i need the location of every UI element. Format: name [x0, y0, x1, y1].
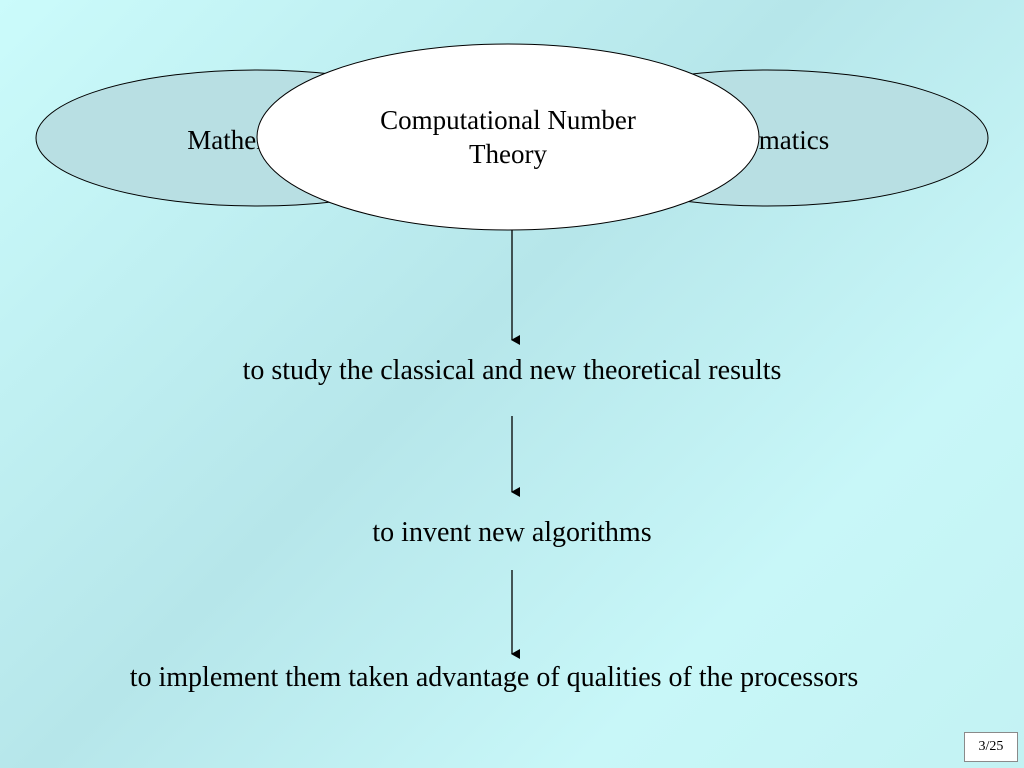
step-invent: to invent new algorithms [372, 517, 652, 548]
page-indicator: 3/25 [964, 732, 1018, 762]
step-study: to study the classical and new theoretic… [242, 355, 782, 386]
computational-number-theory-ellipse [256, 43, 760, 231]
center-node-label: Computational Number Theory [308, 103, 708, 171]
step-implement: to implement them taken advantage of qua… [129, 662, 859, 693]
center-node-line-2: Theory [469, 139, 547, 169]
center-node-line-1: Computational Number [380, 105, 636, 135]
